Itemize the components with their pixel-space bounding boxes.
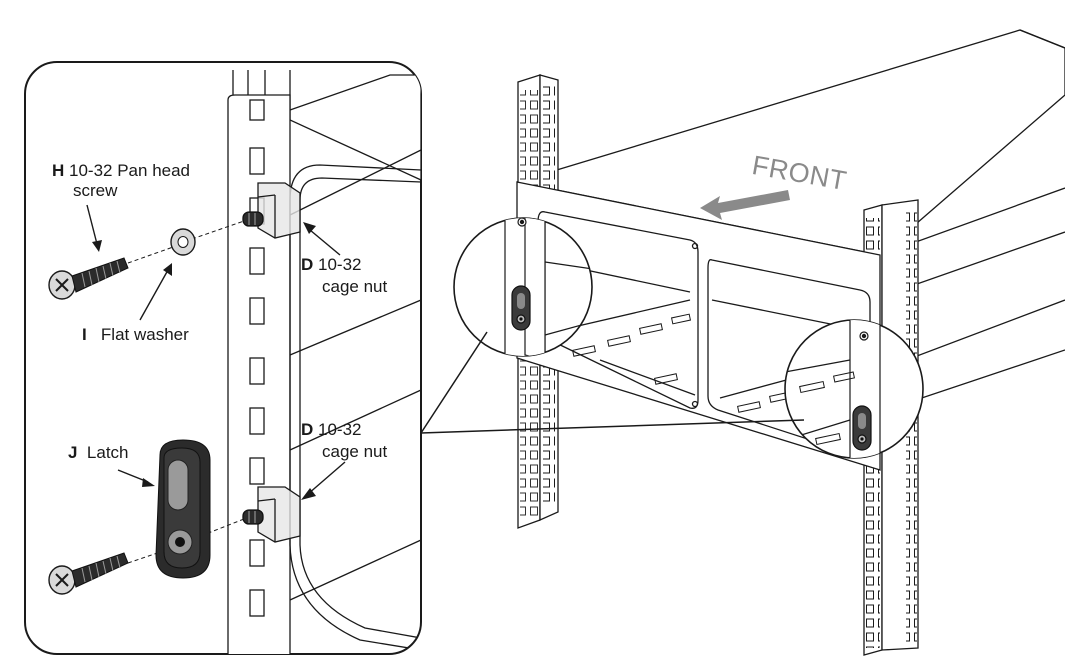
screw-icon [48, 257, 129, 300]
label-cage-nut-bottom: D 10-32 [301, 420, 362, 439]
rack-assembly [516, 29, 1065, 656]
screw-icon [48, 552, 129, 595]
cage-nut-icon [242, 182, 301, 239]
label-cage-nut-top: D 10-32 [301, 255, 362, 274]
cage-nut-icon [242, 486, 301, 543]
label-screw: H 10-32 Pan head [52, 161, 191, 180]
magnifier-left [453, 217, 593, 357]
label-cage-nut-top-line2: cage nut [322, 277, 388, 296]
callout-lines [420, 331, 805, 434]
latch-icon [155, 439, 211, 579]
arrow-front-icon [700, 190, 790, 220]
label-cage-nut-bottom-line2: cage nut [322, 442, 388, 461]
magnifier-right [784, 319, 924, 459]
washer-icon [170, 228, 196, 256]
label-washer: I Flat washer [82, 325, 189, 344]
inset-panel [24, 61, 422, 655]
label-latch: J Latch [68, 443, 129, 462]
label-screw-line2: screw [73, 181, 118, 200]
leader-arrows [86, 204, 346, 500]
